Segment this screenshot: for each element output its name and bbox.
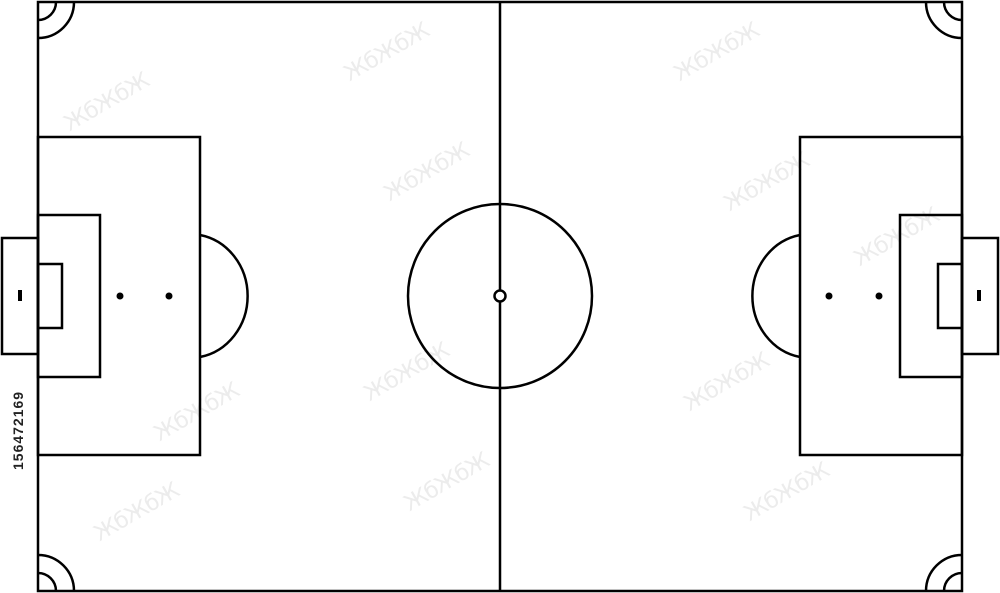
left-goal-area: [36, 213, 102, 379]
right-goal-area: [898, 213, 964, 379]
right-goal-box-inner: [936, 262, 964, 330]
stock-image-id: 156472169: [10, 390, 26, 470]
corner-arc-top-right: [924, 1, 963, 40]
right-mark-spot: [875, 292, 883, 300]
center-spot: [493, 289, 507, 303]
right-penalty-spot: [825, 292, 833, 300]
corner-arc-top-right-outer: [942, 1, 963, 22]
left-penalty-arc: [199, 233, 249, 359]
right-goal-mark: [977, 290, 981, 301]
corner-arc-bottom-left: [37, 553, 76, 592]
left-goal-mark: [18, 290, 22, 301]
corner-arc-top-left: [37, 1, 76, 40]
center-circle: [406, 202, 594, 390]
corner-arc-bottom-right: [924, 553, 963, 592]
left-goal-box-inner: [36, 262, 64, 330]
corner-arc-bottom-left-outer: [37, 571, 58, 592]
left-mark-spot: [165, 292, 173, 300]
left-penalty-spot: [116, 292, 124, 300]
corner-arc-top-left-outer: [37, 1, 58, 22]
right-penalty-arc: [751, 233, 801, 359]
corner-arc-bottom-right-outer: [942, 571, 963, 592]
